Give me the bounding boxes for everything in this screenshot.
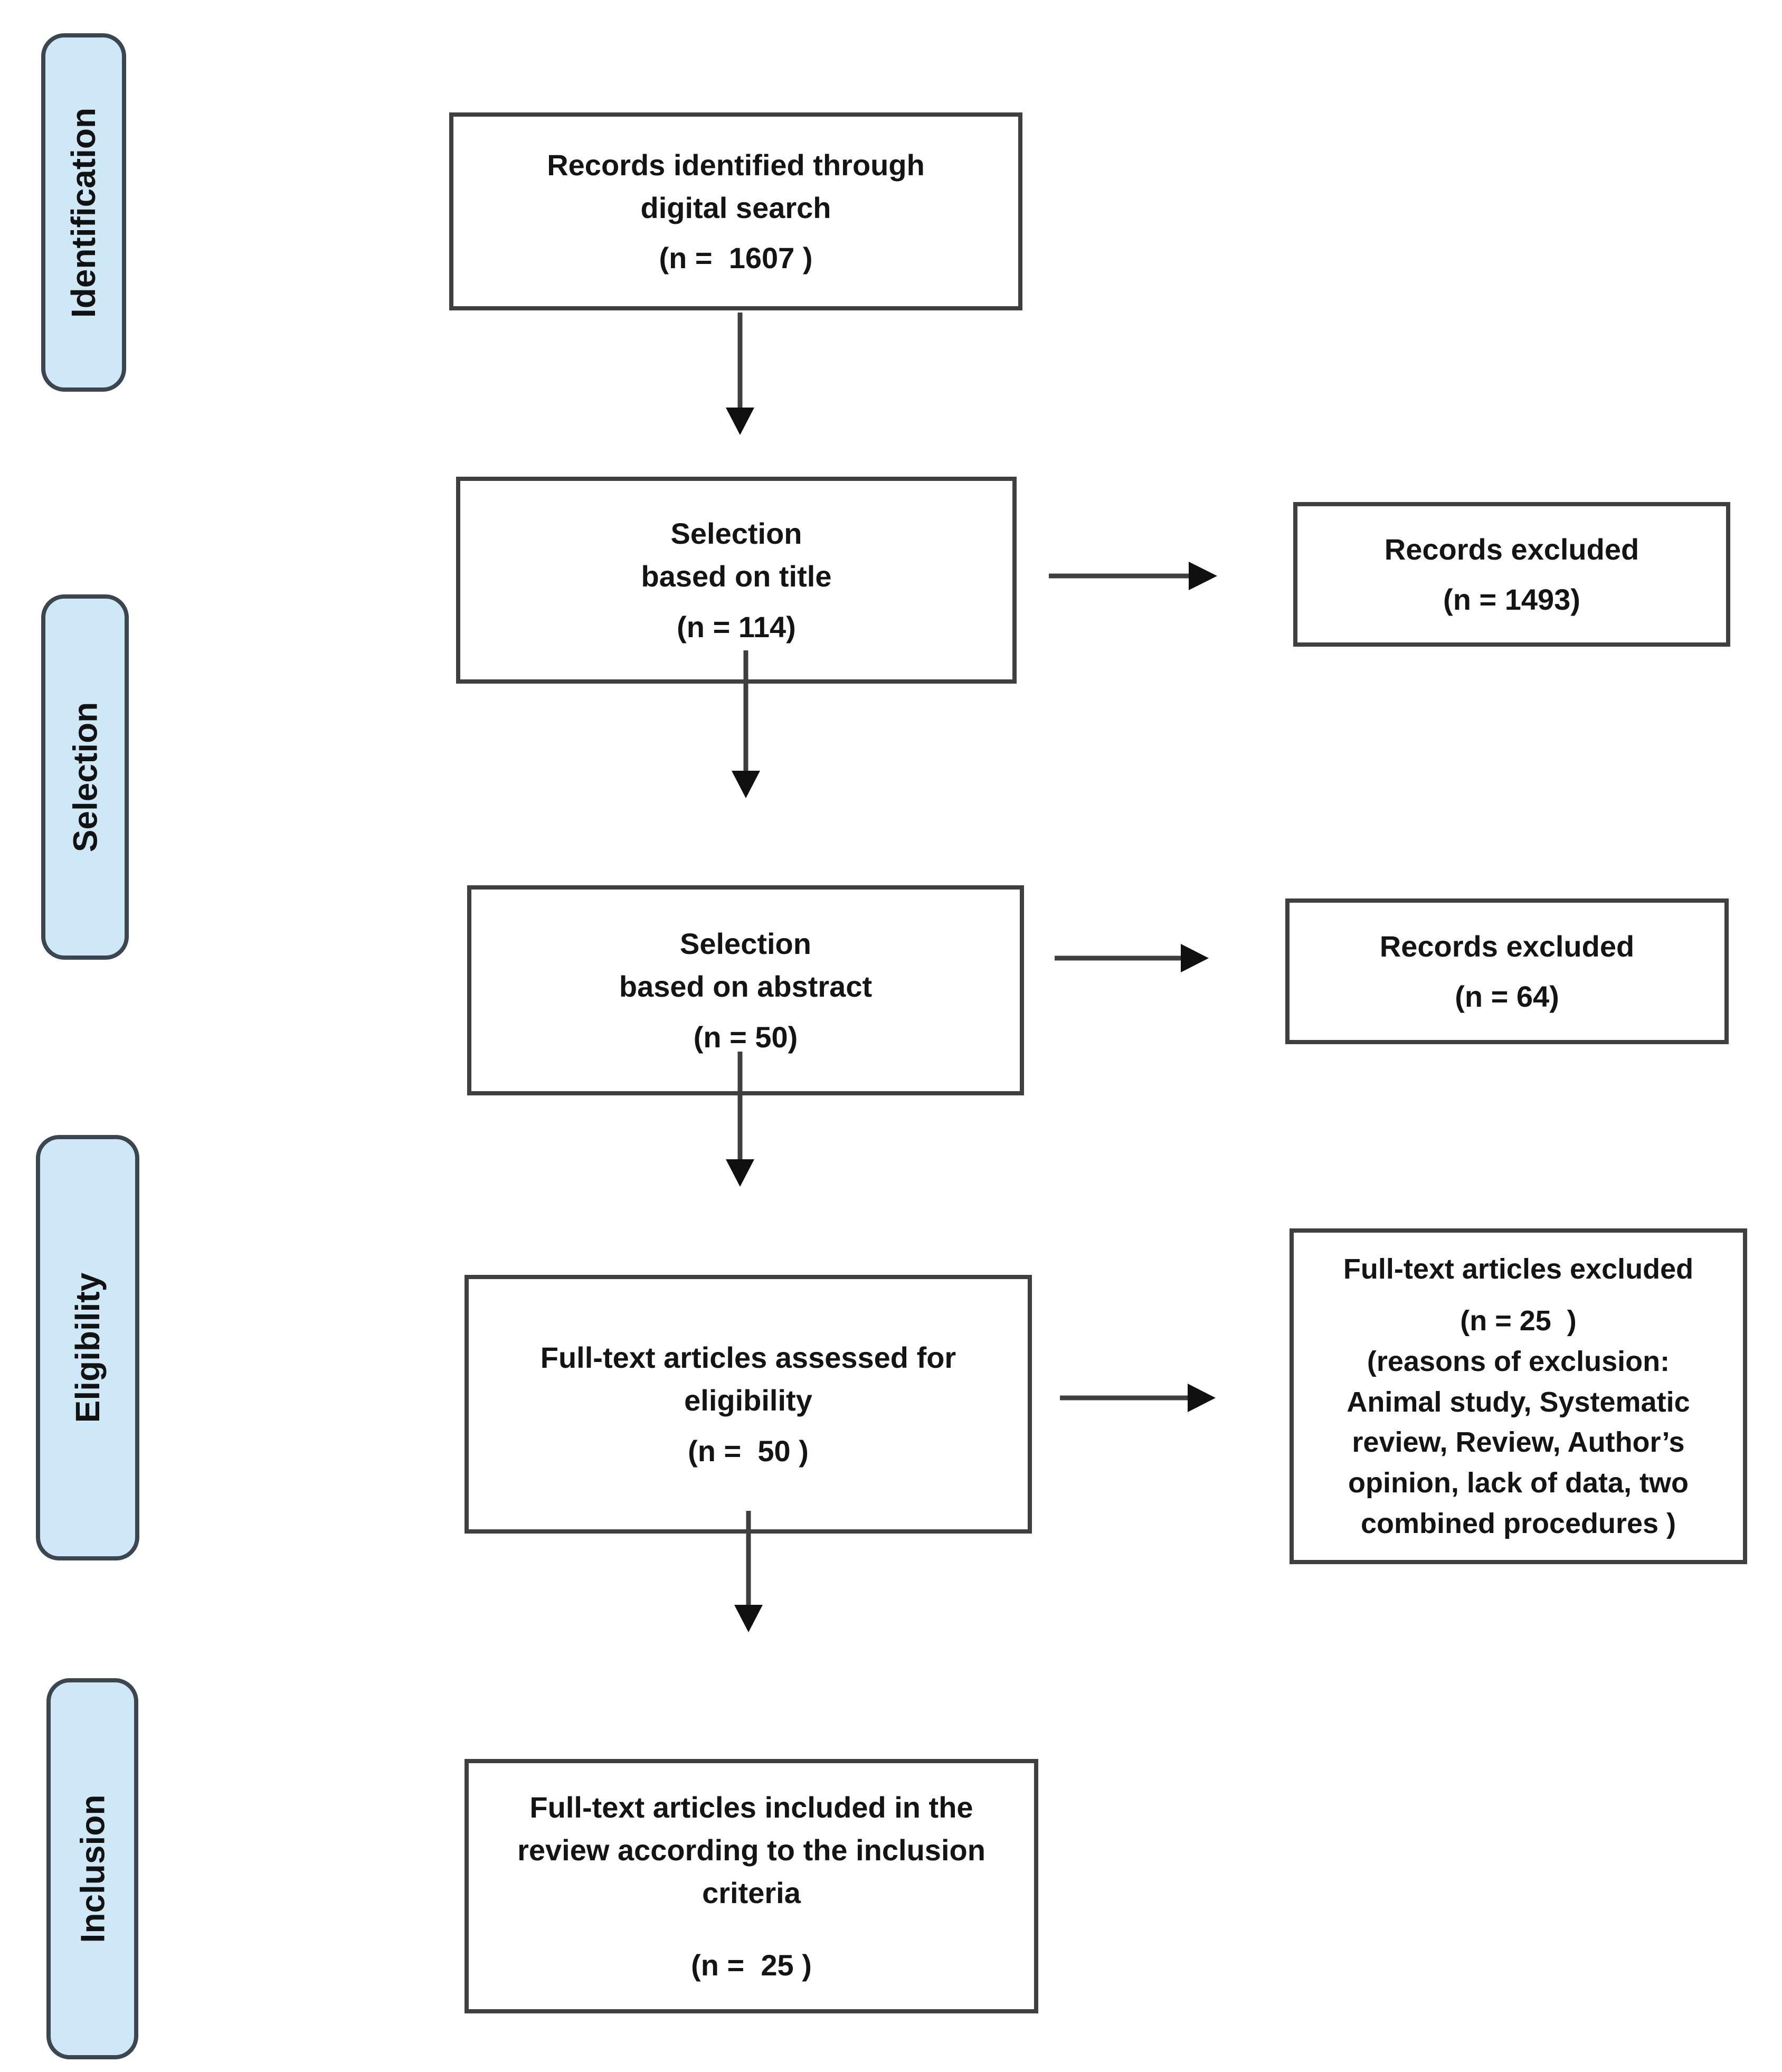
box-records-excluded-abstract: Records excluded (n = 64): [1285, 898, 1729, 1044]
stage-label-eligibility-text: Eligibility: [69, 1272, 107, 1423]
box-fulltext-excluded: Full-text articles excluded (n = 25 ) (r…: [1290, 1228, 1747, 1564]
box-selection-by-abstract-text: Selection based on abstract: [619, 927, 873, 1004]
box-fulltext-included-count: (n = 25 ): [691, 1948, 812, 1982]
box-records-identified-count: (n = 1607 ): [659, 241, 813, 275]
box-fulltext-included-text: Full-text articles included in the revie…: [517, 1790, 985, 1909]
box-fulltext-assessed-text: Full-text articles assessed for eligibil…: [540, 1341, 956, 1417]
box-fulltext-assessed-count: (n = 50 ): [688, 1434, 809, 1468]
stage-label-selection: Selection: [41, 594, 129, 960]
arrow-fulltext-assessed-to-fulltext-excluded: [1060, 1384, 1216, 1412]
box-selection-by-abstract-count: (n = 50): [693, 1020, 798, 1054]
box-selection-by-abstract: Selection based on abstract (n = 50): [467, 885, 1024, 1095]
stage-label-inclusion-text: Inclusion: [73, 1794, 111, 1943]
box-selection-by-title-count: (n = 114): [677, 610, 796, 644]
box-fulltext-included: Full-text articles included in the revie…: [465, 1759, 1038, 2013]
stage-label-selection-text: Selection: [66, 702, 104, 853]
arrow-abstract-selection-to-records-excluded: [1055, 944, 1209, 972]
box-fulltext-excluded-text: Full-text articles excluded: [1343, 1253, 1694, 1285]
box-records-excluded-title-text: Records excluded: [1384, 532, 1639, 566]
box-records-excluded-title: Records excluded (n = 1493): [1293, 502, 1730, 647]
stage-label-identification-text: Identification: [64, 107, 103, 318]
box-records-identified: Records identified through digital searc…: [449, 112, 1022, 310]
box-fulltext-excluded-reasons: (reasons of exclusion: Animal study, Sys…: [1347, 1345, 1690, 1539]
box-records-identified-text: Records identified through digital searc…: [547, 148, 925, 224]
stage-label-eligibility: Eligibility: [36, 1135, 139, 1560]
stage-label-inclusion: Inclusion: [46, 1678, 138, 2059]
stage-label-identification: Identification: [41, 33, 126, 392]
box-records-excluded-abstract-text: Records excluded: [1379, 929, 1635, 963]
arrow-identified-to-title-selection: [726, 313, 754, 435]
box-selection-by-title-text: Selection based on title: [641, 517, 832, 593]
box-records-excluded-abstract-count: (n = 64): [1455, 980, 1559, 1013]
arrow-title-selection-to-records-excluded: [1049, 562, 1217, 590]
box-fulltext-assessed: Full-text articles assessed for eligibil…: [465, 1275, 1032, 1534]
box-selection-by-title: Selection based on title (n = 114): [456, 477, 1017, 684]
box-fulltext-excluded-count: (n = 25 ): [1460, 1305, 1577, 1337]
box-records-excluded-title-count: (n = 1493): [1443, 583, 1580, 616]
